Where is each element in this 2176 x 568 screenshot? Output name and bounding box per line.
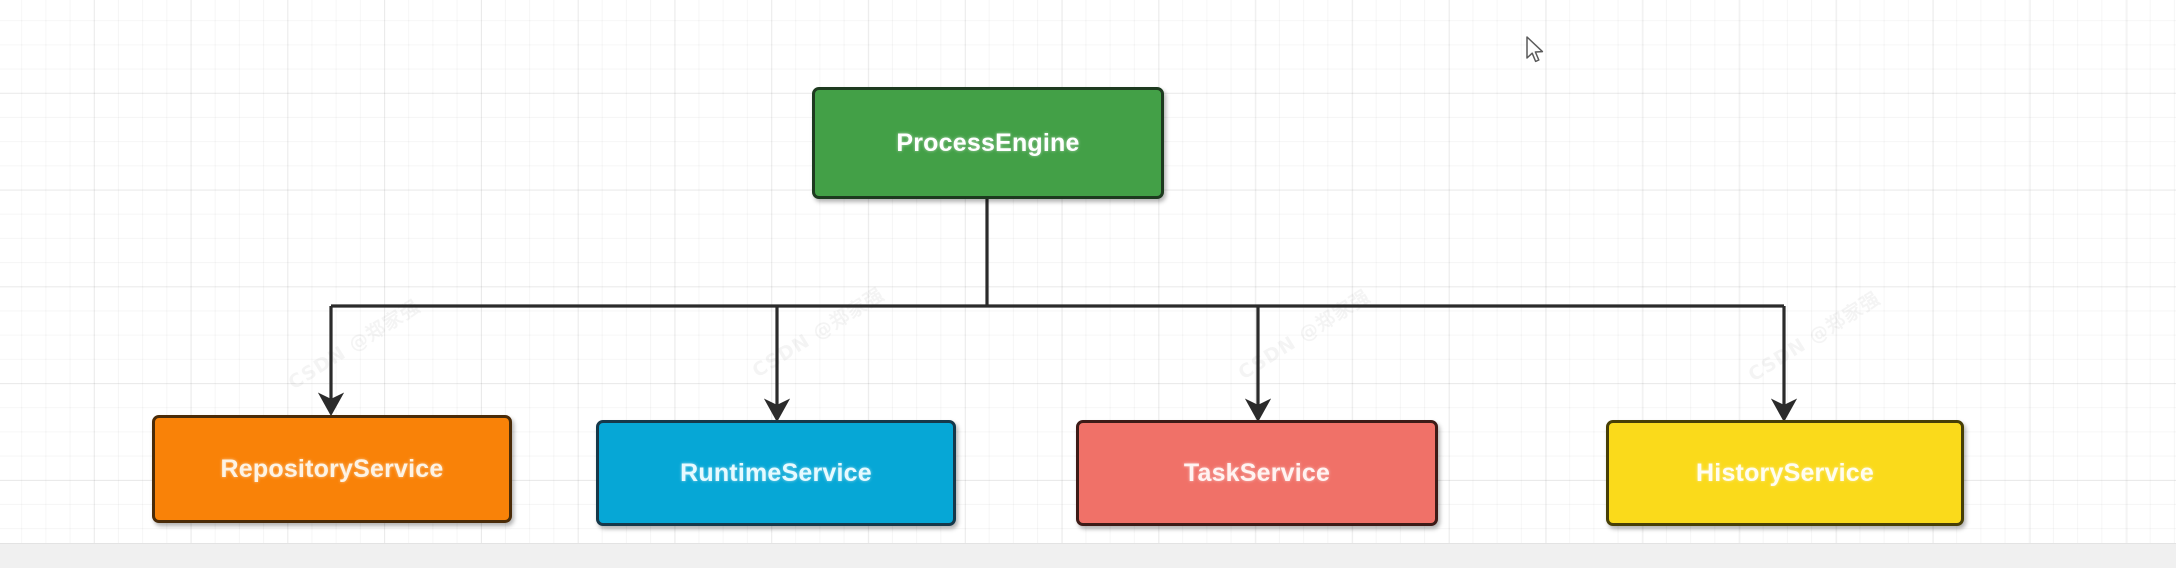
node-label: RuntimeService bbox=[680, 458, 872, 487]
node-label: ProcessEngine bbox=[896, 128, 1080, 157]
node-label: HistoryService bbox=[1696, 458, 1874, 487]
node-label: TaskService bbox=[1183, 458, 1331, 487]
bottom-strip bbox=[0, 543, 2176, 568]
node-process-engine[interactable]: ProcessEngine bbox=[812, 87, 1164, 199]
node-runtime-service[interactable]: RuntimeService bbox=[596, 420, 956, 526]
node-label: RepositoryService bbox=[220, 454, 444, 483]
node-task-service[interactable]: TaskService bbox=[1076, 420, 1438, 526]
node-history-service[interactable]: HistoryService bbox=[1606, 420, 1964, 526]
node-repository-service[interactable]: RepositoryService bbox=[152, 415, 512, 523]
